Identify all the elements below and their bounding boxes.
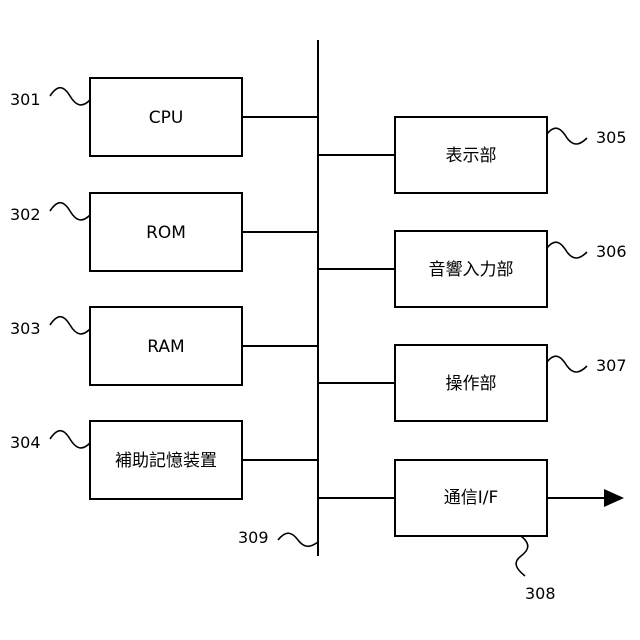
block-rom-label: ROM: [146, 223, 186, 243]
ref-label-308: 308: [525, 584, 556, 603]
block-rom: ROM 302: [10, 193, 318, 271]
ref-leader-301: [50, 88, 90, 105]
ref-label-309: 309: [238, 528, 269, 547]
ref-leader-305: [547, 128, 587, 144]
ref-leader-308: [516, 536, 528, 576]
block-audio-input: 音響入力部 306: [318, 231, 627, 307]
block-comm-if: 通信I/F 308: [318, 460, 624, 603]
ref-label-303: 303: [10, 319, 41, 338]
block-cpu: CPU 301: [10, 78, 318, 156]
ref-label-307: 307: [596, 356, 627, 375]
ref-label-301: 301: [10, 90, 41, 109]
ref-leader-309: [278, 533, 318, 546]
block-cpu-label: CPU: [149, 108, 184, 128]
block-display: 表示部 305: [318, 117, 627, 193]
block-comm-if-label: 通信I/F: [444, 488, 499, 508]
block-operation-label: 操作部: [446, 374, 497, 394]
block-ram-label: RAM: [147, 337, 184, 357]
ref-label-304: 304: [10, 433, 41, 452]
external-arrow-head: [604, 489, 624, 507]
bus-ref: 309: [238, 528, 318, 547]
ref-leader-307: [547, 356, 587, 372]
ref-label-302: 302: [10, 205, 41, 224]
ref-label-306: 306: [596, 242, 627, 261]
ref-label-305: 305: [596, 128, 627, 147]
block-audio-input-label: 音響入力部: [429, 260, 514, 280]
block-aux-storage: 補助記憶装置 304: [10, 421, 318, 499]
block-aux-storage-label: 補助記憶装置: [115, 451, 217, 471]
ref-leader-302: [50, 203, 90, 220]
block-operation: 操作部 307: [318, 345, 627, 421]
block-display-label: 表示部: [446, 146, 497, 166]
block-ram: RAM 303: [10, 307, 318, 385]
ref-leader-306: [547, 242, 587, 258]
ref-leader-304: [50, 431, 90, 448]
ref-leader-303: [50, 317, 90, 334]
